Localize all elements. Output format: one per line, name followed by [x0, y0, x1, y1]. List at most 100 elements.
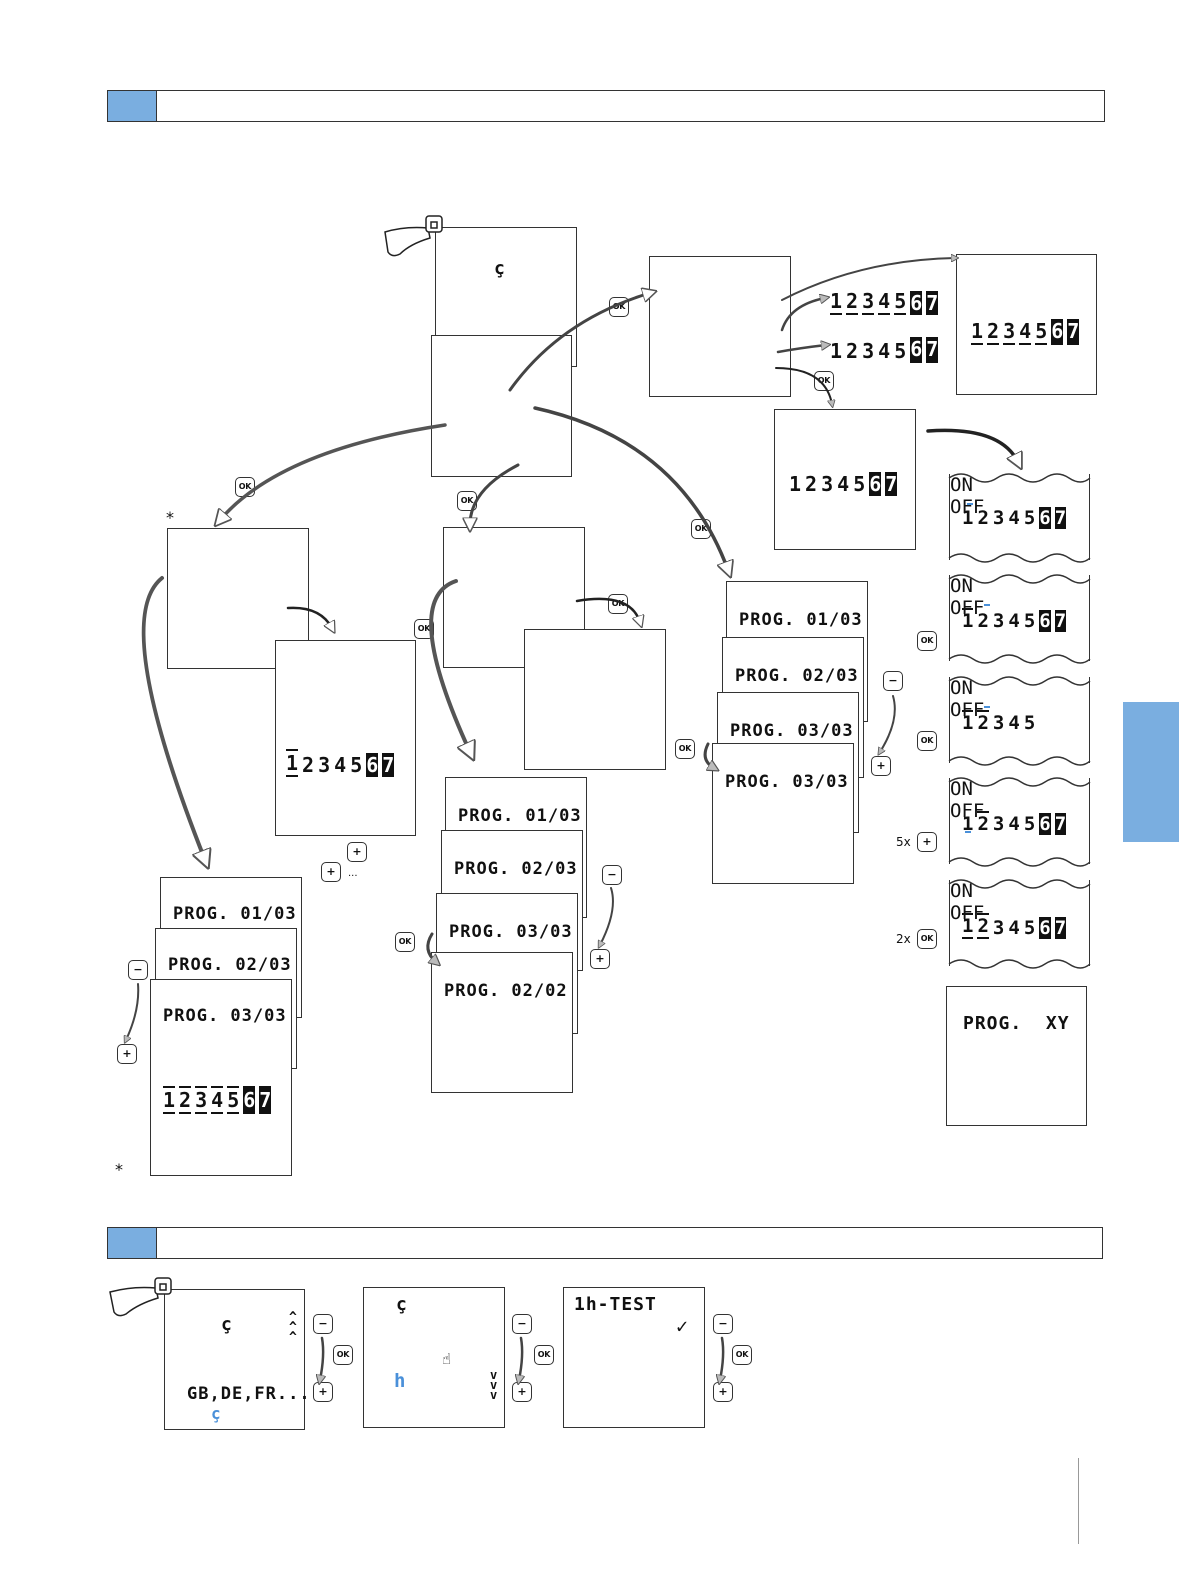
plus-button[interactable]: +	[713, 1382, 733, 1402]
lcd-language-screen: ç ^ ^ ^ GB,DE,FR.... ç	[164, 1289, 321, 1430]
scroll-down-glyph: v	[490, 1388, 499, 1402]
scroll-up-glyph: ^	[289, 1320, 298, 1335]
lcd-right-prog-03-b: PROG. 03/03	[712, 743, 854, 884]
plus-button[interactable]: +	[313, 1382, 333, 1402]
on-label: ON	[950, 677, 973, 699]
ellipsis-label: ...	[348, 868, 358, 879]
repeat-2x-label: 2x	[896, 932, 911, 946]
test-label: 1h-TEST	[574, 1294, 657, 1315]
plus-button[interactable]: +	[917, 832, 937, 852]
ok-button[interactable]: OK	[675, 739, 695, 759]
prog-label: PROG. 03/03	[730, 721, 854, 741]
ok-button[interactable]: OK	[414, 619, 434, 639]
page-divider-line	[1078, 1458, 1079, 1544]
plus-button[interactable]: +	[321, 862, 341, 882]
prog-label: PROG. 02/03	[454, 859, 578, 879]
plus-button[interactable]: +	[590, 949, 610, 969]
hand-press-icon	[109, 1277, 172, 1317]
plus-button[interactable]: +	[117, 1044, 137, 1064]
lcd-settings-screen: ç ☝ h v v v	[363, 1287, 505, 1428]
lcd-mid-prog-02-02: PROG. 02/02	[431, 952, 573, 1093]
footnote-star: *	[115, 1160, 123, 1179]
language-list: GB,DE,FR....	[187, 1384, 322, 1404]
section-header-1	[107, 90, 1105, 122]
lcd-day-select-screen	[649, 256, 791, 397]
plus-button[interactable]: +	[347, 842, 367, 862]
section-header-1-tab	[108, 91, 157, 121]
prog-label: PROG. 01/03	[173, 904, 297, 924]
repeat-5x-label: 5x	[896, 835, 911, 849]
hour-glyph: h	[394, 1370, 407, 1392]
prog-label: PROG. 03/03	[449, 922, 573, 942]
ok-button[interactable]: OK	[732, 1345, 752, 1365]
minus-button[interactable]: −	[602, 865, 622, 885]
scroll-down-glyph: v	[490, 1368, 499, 1382]
check-mark: ✓	[676, 1314, 690, 1338]
prog-label: PROG. 01/03	[458, 806, 582, 826]
ok-button[interactable]: OK	[333, 1345, 353, 1365]
prog-label: PROG. 03/03	[725, 772, 849, 792]
ok-button[interactable]: OK	[917, 631, 937, 651]
minus-button[interactable]: −	[512, 1314, 532, 1334]
minus-button[interactable]: −	[883, 671, 903, 691]
clock-glyph-highlight: ç	[211, 1404, 222, 1423]
plus-button[interactable]: +	[871, 756, 891, 776]
prog-label: PROG. 02/03	[735, 666, 859, 686]
on-label: ON	[950, 778, 973, 800]
off-label: OFF	[950, 496, 985, 518]
ok-button[interactable]: OK	[917, 929, 937, 949]
lcd-prog-xy-screen: PROG. XY	[946, 986, 1087, 1126]
off-label: OFF	[950, 800, 985, 822]
scroll-up-glyph: ^	[289, 1330, 298, 1345]
section-header-2	[107, 1227, 1103, 1259]
lcd-menu-screen	[431, 335, 572, 477]
hand-glyph: ☝	[442, 1350, 453, 1368]
on-label: ON	[950, 474, 973, 496]
prog-label: PROG. 02/03	[168, 955, 292, 975]
lcd-mid-sub-screen	[524, 629, 666, 770]
scroll-down-glyph: v	[490, 1378, 499, 1392]
chapter-side-tab	[1123, 702, 1179, 842]
clock-glyph: ç	[494, 258, 506, 279]
scroll-up-glyph: ^	[289, 1310, 298, 1325]
prog-label: PROG. 01/03	[739, 610, 863, 630]
hand-press-icon	[384, 215, 443, 257]
prog-xy-label: PROG. XY	[963, 1013, 1070, 1034]
section-header-2-tab	[108, 1228, 157, 1258]
minus-button[interactable]: −	[313, 1314, 333, 1334]
on-label: ON	[950, 575, 973, 597]
clock-glyph: ç	[396, 1294, 408, 1315]
footnote-star: *	[166, 508, 174, 527]
ok-button[interactable]: OK	[814, 371, 834, 391]
on-label: ON	[950, 880, 973, 902]
minus-button[interactable]: −	[713, 1314, 733, 1334]
lcd-test-screen: 1h-TEST ✓	[563, 1287, 705, 1428]
clock-glyph: ç	[221, 1314, 233, 1335]
prog-label: PROG. 03/03	[163, 1006, 287, 1026]
ok-button[interactable]: OK	[917, 731, 937, 751]
prog-label: PROG. 02/02	[444, 981, 568, 1001]
minus-button[interactable]: −	[128, 960, 148, 980]
ok-button[interactable]: OK	[395, 932, 415, 952]
ok-button[interactable]: OK	[534, 1345, 554, 1365]
